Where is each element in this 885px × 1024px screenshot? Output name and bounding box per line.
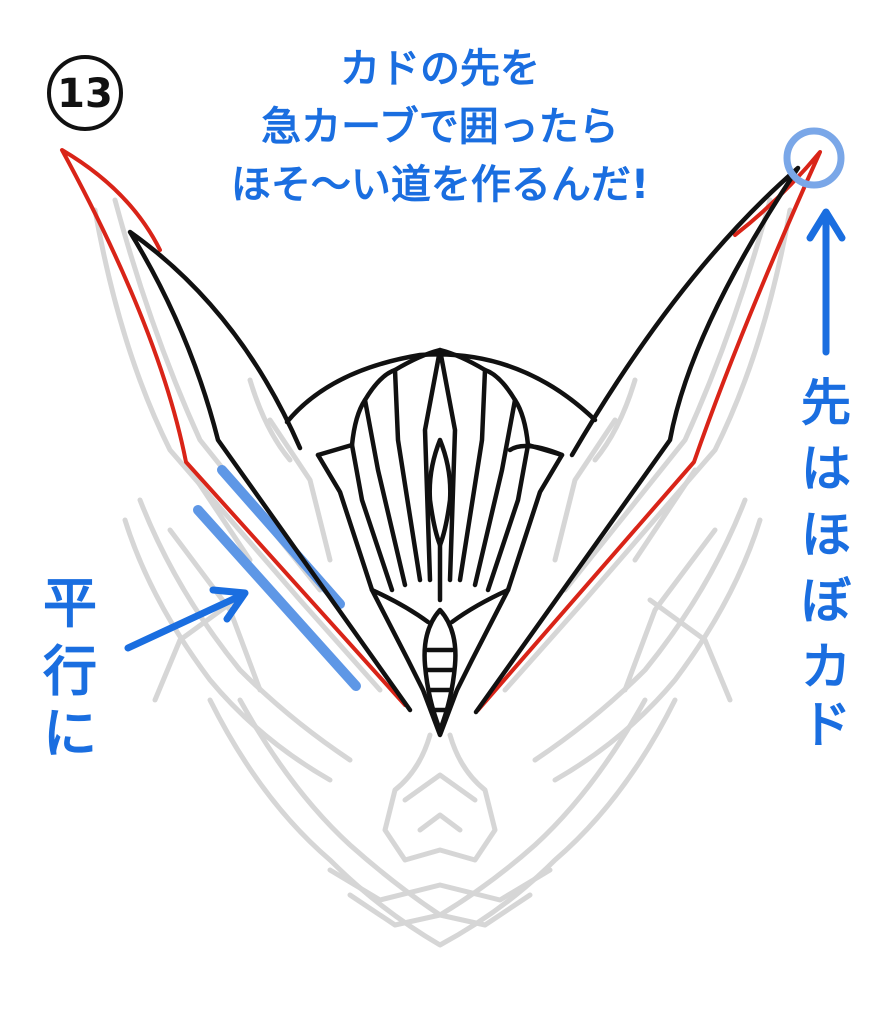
red-horn-left — [60, 148, 407, 707]
parallel-note-char-2: 行 — [43, 640, 97, 703]
right-horn — [473, 165, 801, 715]
tip-note-char-3: ほ — [801, 506, 851, 564]
parallel-arrow — [124, 586, 249, 652]
parallel-note-char-3: に — [43, 702, 97, 765]
step-number-text: 13 — [57, 71, 113, 117]
crest-gem — [427, 437, 453, 548]
step-number-circle — [47, 55, 123, 131]
highlight-stroke-outer — [193, 505, 361, 691]
tip-note-char-1: 先 — [801, 374, 851, 432]
gray-guide-sketch — [92, 197, 793, 948]
tip-note-char-4: ぼ — [801, 572, 852, 630]
tip-arrow — [806, 208, 846, 356]
parallel-note: 平 行 に — [43, 572, 97, 765]
left-horn — [127, 229, 413, 713]
tip-note-char-2: は — [801, 440, 851, 498]
black-ink-drawing — [127, 165, 801, 738]
tip-highlight-circle — [783, 127, 845, 189]
step-number-badge: 13 — [47, 55, 123, 131]
tip-note-char-5: カ — [801, 638, 851, 696]
instruction-line-1: カドの先を — [340, 46, 540, 92]
parallel-note-char-1: 平 — [43, 572, 97, 635]
tip-note: 先 は ほ ぼ カ ド — [801, 374, 852, 754]
instruction-line-2: 急カーブで囲ったら — [261, 104, 619, 150]
tip-note-char-6: ド — [801, 696, 851, 754]
instruction-text: カドの先を 急カーブで囲ったら ほそ〜い道を作るんだ! — [231, 46, 649, 208]
instruction-line-3: ほそ〜い道を作るんだ! — [231, 162, 649, 208]
crest-spike — [422, 607, 458, 733]
